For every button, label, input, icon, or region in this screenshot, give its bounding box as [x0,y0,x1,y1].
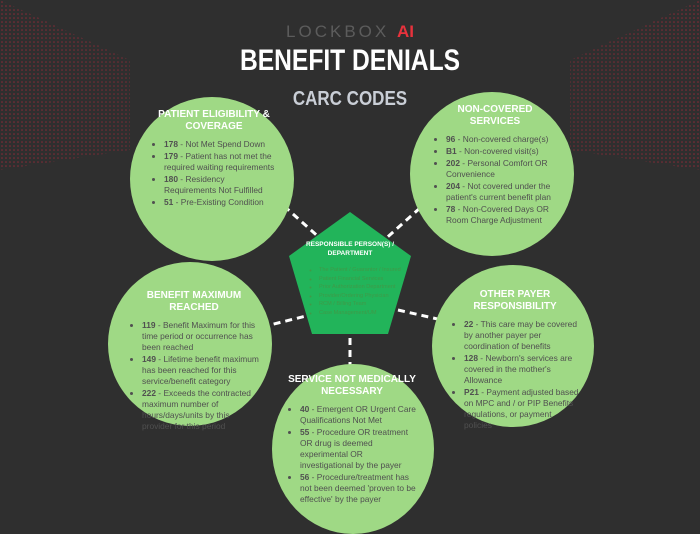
code-list: 40 - Emergent OR Urgent Care Qualificati… [286,404,418,505]
code-number: 179 [164,151,178,161]
center-title: RESPONSIBLE PERSON(S) / DEPARTMENT [305,241,395,257]
code-description: Newborn's services are covered in the mo… [464,353,573,385]
code-description: Benefit Maximum for this time period or … [142,320,256,352]
category-title: OTHER PAYER RESPONSIBILITY [473,289,557,312]
code-description: Procedure/treatment has not been deemed … [300,472,416,504]
code-list: 119 - Benefit Maximum for this time peri… [128,320,260,432]
center-item: The Patient / Guarantor / Insured [319,266,401,275]
code-number: 40 [300,404,310,414]
center-list: The Patient / Guarantor / Insured Patien… [307,266,401,318]
category-title: SERVICE NOT MEDICALLY NECESSARY [288,374,416,397]
code-description: Procedure OR treatment OR drug is deemed… [300,427,409,470]
code-description: Not covered under the patient's current … [446,181,551,202]
code-number: 202 [446,158,460,168]
code-item: 179 - Patient has not met the required w… [164,151,278,173]
category-benefit-maximum: BENEFIT MAXIMUM REACHED 119 - Benefit Max… [108,262,272,431]
category-title: PATIENT ELIGIBILITY & COVERAGE [158,109,270,132]
code-item: 78 - Non-Covered Days OR Room Charge Adj… [446,204,558,226]
connector-line [282,204,324,242]
connector-line [380,206,422,244]
category-not-medically-necessary: SERVICE NOT MEDICALLY NECESSARY 40 - Emer… [272,364,434,534]
connector-line [261,314,307,329]
code-number: 55 [300,427,310,437]
code-description: Non-covered charge(s) [462,134,549,144]
code-number: 128 [464,353,478,363]
code-description: Pre-Existing Condition [180,197,264,207]
category-title: BENEFIT MAXIMUM REACHED [146,290,242,313]
center-item: Patient Financial Services [319,275,401,284]
code-description: Emergent OR Urgent Care Qualifications N… [300,404,416,425]
code-description: Exceeds the contracted maximum number of… [142,388,251,431]
category-non-covered-services: NON-COVERED SERVICES 96 - Non-covered cha… [410,92,574,256]
category-other-payer: OTHER PAYER RESPONSIBILITY 22 - This care… [432,265,594,430]
code-item: 96 - Non-covered charge(s) [446,134,558,145]
code-number: 222 [142,388,156,398]
code-description: Payment adjusted based on MPC and / or P… [464,387,579,430]
code-item: 40 - Emergent OR Urgent Care Qualificati… [300,404,418,426]
code-number: 178 [164,139,178,149]
center-item: Case Management/UM [319,309,401,318]
code-item: B1 - Non-covered visit(s) [446,146,558,157]
center-item: Prior Authorization Department [319,283,401,292]
category-patient-eligibility: PATIENT ELIGIBILITY & COVERAGE 178 - Not … [130,97,294,261]
connector-line [397,308,443,322]
code-item: 51 - Pre-Existing Condition [164,197,278,208]
code-item: 222 - Exceeds the contracted maximum num… [142,388,260,432]
page-subtitle: CARC CODES [292,88,408,110]
code-description: Not Met Spend Down [185,139,266,149]
center-item: RCM / Billing Team [319,300,401,309]
code-number: 204 [446,181,460,191]
code-description: Lifetime benefit maximum has been reache… [142,354,259,386]
code-number: 51 [164,197,174,207]
code-item: 204 - Not covered under the patient's cu… [446,181,558,203]
logo-text: LOCKBOX [286,22,390,41]
code-item: 180 - Residency Requirements Not Fulfill… [164,174,278,196]
logo: LOCKBOX AI [0,22,700,42]
code-number: 119 [142,320,156,330]
category-title: NON-COVERED SERVICES [457,104,533,127]
center-pentagon [289,212,411,334]
code-number: 96 [446,134,456,144]
code-item: 119 - Benefit Maximum for this time peri… [142,320,260,353]
code-item: 149 - Lifetime benefit maximum has been … [142,354,260,387]
code-description: Personal Comfort OR Convenience [446,158,548,179]
code-list: 22 - This care may be covered by another… [450,319,580,431]
code-number: 180 [164,174,178,184]
code-number: B1 [446,146,457,156]
dot-pattern-right [570,0,700,170]
code-description: Residency Requirements Not Fulfilled [164,174,263,195]
code-list: 178 - Not Met Spend Down179 - Patient ha… [150,139,278,208]
code-number: 56 [300,472,310,482]
code-description: Patient has not met the required waiting… [164,151,275,172]
dot-pattern-left [0,0,130,170]
code-item: 202 - Personal Comfort OR Convenience [446,158,558,180]
code-item: P21 - Payment adjusted based on MPC and … [464,387,580,431]
code-item: 22 - This care may be covered by another… [464,319,580,352]
code-description: This care may be covered by another paye… [464,319,577,351]
code-item: 55 - Procedure OR treatment OR drug is d… [300,427,418,471]
code-number: 22 [464,319,474,329]
code-number: 149 [142,354,156,364]
code-item: 178 - Not Met Spend Down [164,139,278,150]
code-description: Non-covered visit(s) [464,146,539,156]
code-item: 56 - Procedure/treatment has not been de… [300,472,418,505]
page-title: BENEFIT DENIALS [239,44,461,77]
logo-ai: AI [396,22,414,41]
code-number: 78 [446,204,456,214]
center-item: Provider/Ordering Physician [319,292,401,301]
code-item: 128 - Newborn's services are covered in … [464,353,580,386]
code-number: P21 [464,387,479,397]
code-list: 96 - Non-covered charge(s)B1 - Non-cover… [432,134,558,226]
code-description: Non-Covered Days OR Room Charge Adjustme… [446,204,549,225]
